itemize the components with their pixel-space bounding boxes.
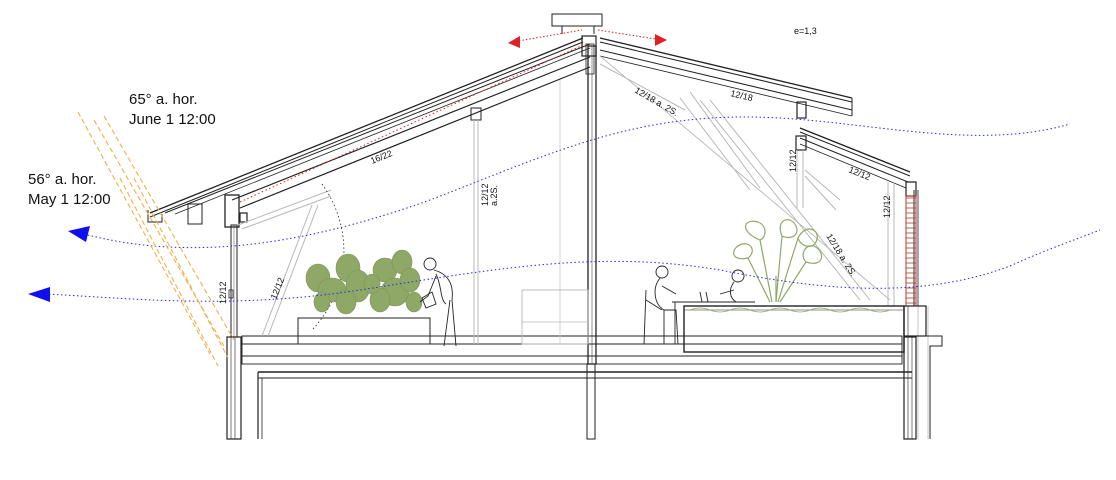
planters — [297, 301, 905, 353]
person-gardener — [419, 257, 457, 347]
airflow — [44, 116, 1101, 302]
label-brace-left: 12/12 — [269, 276, 287, 301]
sun-june-date: June 1 12:00 — [129, 111, 216, 128]
sun-rays — [77, 111, 235, 367]
label-rafter-right-upper: 12/18 — [730, 88, 754, 103]
sun-may-date: May 1 12:00 — [28, 191, 111, 208]
label-rafter-right-lower: 12/12 — [847, 165, 872, 183]
vent-arrow-left — [508, 36, 520, 48]
sun-june-angle: 65° a. hor. — [129, 91, 198, 108]
person-seated-2 — [699, 269, 745, 303]
label-post-center-sub: a.2S. — [489, 185, 499, 206]
label-post-center: 12/12 — [480, 183, 490, 206]
interior-structure — [228, 45, 895, 365]
brick-wall-right — [903, 195, 927, 337]
sun-may-angle: 56° a. hor. — [28, 171, 97, 188]
ridge-vent — [239, 29, 663, 203]
label-window-left: 12/12 — [218, 281, 228, 304]
label-post-right-b: 12/12 — [882, 195, 892, 218]
roof-right-upper — [599, 37, 853, 119]
vent-arrow-right — [655, 34, 667, 46]
label-strut-right: 12/18 a. 2S. — [633, 85, 680, 118]
person-seated-1 — [643, 265, 679, 345]
label-strut-right-lower: 12/18 a. 2S. — [824, 232, 858, 278]
scale-label: e=1,3 — [794, 26, 817, 36]
airflow-arrow-lower — [28, 287, 50, 302]
plant-right — [733, 219, 823, 303]
label-post-right-a: 12/12 — [788, 149, 798, 172]
label-rafter-left: 16/22 — [369, 148, 394, 166]
roof-left — [147, 37, 591, 228]
airflow-arrow-upper — [68, 226, 90, 242]
roof-right-lower — [795, 127, 919, 306]
lower-structure — [226, 306, 943, 440]
plants-left — [305, 249, 423, 315]
